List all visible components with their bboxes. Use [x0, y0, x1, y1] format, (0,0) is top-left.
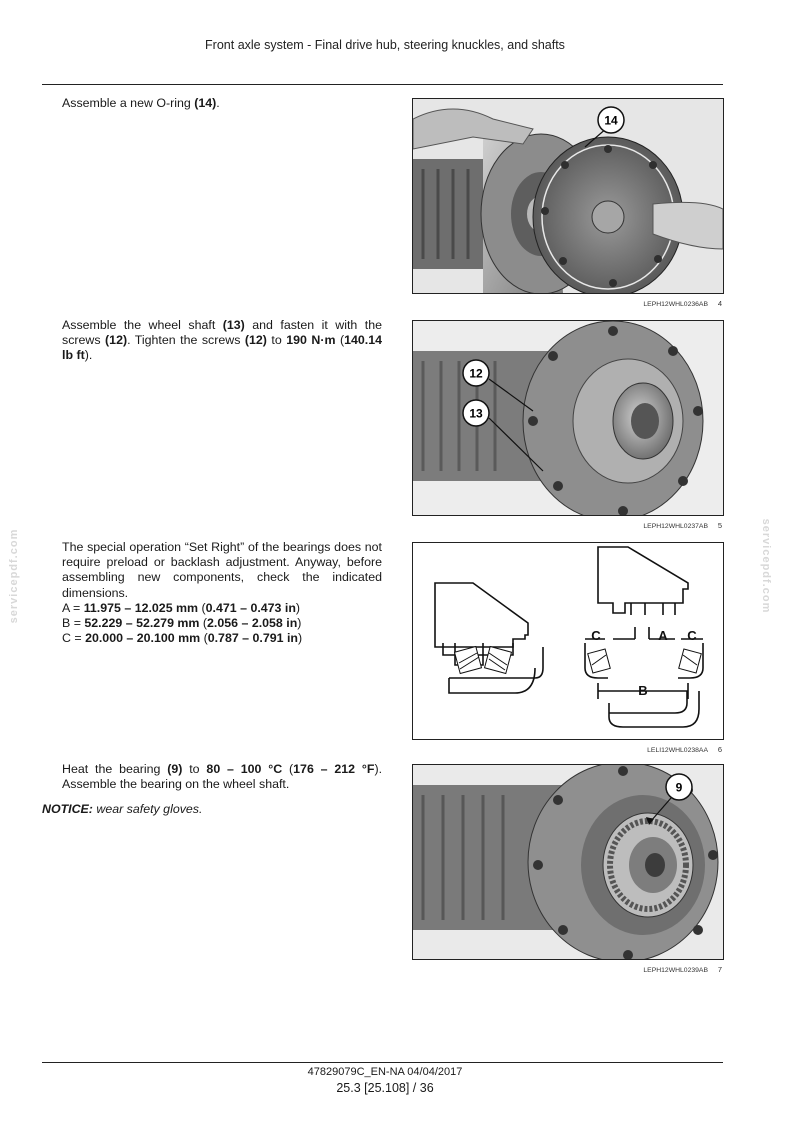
- figure-6-caption: LELI12WHL0238AA 6: [412, 745, 722, 754]
- text-run: 2.056 – 2.058 in: [207, 616, 298, 631]
- figure-7-bearing-photo: 9: [412, 764, 724, 960]
- text-run: to: [266, 333, 287, 348]
- text-run: (13): [222, 318, 245, 332]
- footer-doc-id: 47829079C_EN-NA 04/04/2017: [307, 1066, 463, 1078]
- text-run: 20.000 – 20.100 mm: [85, 631, 201, 646]
- text-run: 0.471 – 0.473 in: [205, 600, 296, 615]
- figure-7-caption: LEPH12WHL0239AB 7: [412, 965, 722, 974]
- text-run: ). Assemble the bearing on the wheel sha…: [62, 762, 383, 792]
- text-run: to: [182, 762, 207, 776]
- figure-4-number: 4: [717, 299, 722, 308]
- header-rule: [42, 84, 723, 85]
- text-run: A =: [62, 600, 84, 615]
- figure-5-number: 5: [717, 521, 722, 530]
- text-run: (12): [105, 333, 128, 348]
- watermark-right: servicepdf.com: [760, 518, 772, 614]
- notice-text: NOTICE: wear safety gloves.: [42, 802, 202, 816]
- text-run: . Tighten the screws: [127, 333, 245, 348]
- footer-rule: [42, 1062, 723, 1063]
- text-run: 11.975 – 12.025 mm: [83, 600, 199, 615]
- figure-6-bearing-dimensions-diagram: C A C B: [412, 542, 724, 740]
- page-header-title: Front axle system - Final drive hub, ste…: [205, 38, 565, 52]
- figure-6-number: 6: [717, 745, 722, 754]
- text-run: 140.14 lb ft: [62, 333, 382, 363]
- watermark-left: servicepdf.com: [8, 528, 20, 624]
- text-run: B =: [62, 616, 85, 631]
- text-run: ): [297, 616, 302, 631]
- callout-13: 13: [469, 407, 483, 421]
- figure-4-oring-photo: 14: [412, 98, 724, 294]
- step-1-text: Assemble a new O-ring (14).: [62, 96, 382, 111]
- text-run: (14): [194, 96, 217, 110]
- text-run: (: [200, 631, 208, 646]
- step-3-text: The special operation “Set Right” of the…: [62, 540, 382, 646]
- callout-9: 9: [676, 781, 683, 795]
- text-run: 176 – 212 °F: [293, 762, 375, 776]
- figure-7-number: 7: [717, 965, 722, 974]
- step-4-text: Heat the bearing (9) to 80 – 100 °C (176…: [62, 762, 382, 792]
- text-run: (: [199, 616, 208, 631]
- figure-5-caption: LEPH12WHL0237AB 5: [412, 521, 722, 530]
- text-run: .: [216, 96, 220, 110]
- figure-4-caption-code: LEPH12WHL0236AB: [643, 301, 708, 308]
- dim-label-c-right: C: [687, 628, 697, 643]
- figure-4-caption: LEPH12WHL0236AB 4: [412, 299, 722, 308]
- notice-label: NOTICE:: [42, 802, 93, 816]
- figure-6-caption-code: LELI12WHL0238AA: [647, 747, 708, 754]
- footer-page-number: 25.3 [25.108] / 36: [336, 1081, 434, 1095]
- text-run: ): [295, 600, 301, 615]
- dim-label-b: B: [638, 683, 647, 698]
- text-run: (: [198, 600, 206, 615]
- text-run: The special operation “Set Right” of the…: [62, 540, 382, 600]
- notice-body: wear safety gloves.: [92, 802, 203, 816]
- figure-5-wheel-shaft-photo: 12 13: [412, 320, 724, 516]
- text-run: 190 N·m: [286, 333, 336, 348]
- text-run: and fasten it with the screws: [62, 318, 382, 348]
- text-run: Heat the bearing: [62, 762, 168, 776]
- text-run: (12): [244, 333, 267, 348]
- text-run: 0.787 – 0.791 in: [207, 631, 298, 646]
- text-run: Assemble the wheel shaft: [62, 318, 223, 332]
- dim-label-c-left: C: [591, 628, 601, 643]
- text-run: (9): [167, 762, 183, 776]
- text-run: (: [282, 762, 294, 776]
- callout-14: 14: [604, 114, 618, 128]
- callout-12: 12: [469, 367, 483, 381]
- text-run: ): [297, 631, 303, 646]
- figure-7-caption-code: LEPH12WHL0239AB: [643, 967, 708, 974]
- text-run: Assemble a new O-ring: [62, 96, 195, 110]
- text-run: 80 – 100 °C: [206, 762, 283, 776]
- step-2-text: Assemble the wheel shaft (13) and fasten…: [62, 318, 382, 364]
- text-run: 52.229 – 52.279 mm: [84, 616, 200, 631]
- figure-5-caption-code: LEPH12WHL0237AB: [643, 523, 708, 530]
- text-run: ).: [84, 348, 93, 363]
- text-run: C =: [62, 631, 86, 646]
- dim-label-a: A: [658, 628, 668, 643]
- text-run: (: [335, 333, 345, 348]
